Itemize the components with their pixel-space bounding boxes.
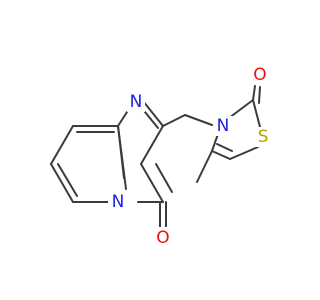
bond	[155, 163, 173, 193]
bond	[140, 125, 164, 165]
pyridine-ring	[50, 125, 127, 203]
bond	[50, 125, 74, 165]
bond	[142, 100, 164, 127]
bond	[228, 99, 254, 119]
molecule-diagram: N N O N O S	[50, 65, 272, 248]
bond	[216, 143, 233, 152]
atom-n-ring-bridge: N	[112, 192, 125, 212]
atom-s-thiazole: S	[258, 127, 269, 147]
atom-o-thiazolone: O	[253, 65, 266, 85]
bond	[184, 114, 213, 126]
atom-n-thiazole: N	[217, 116, 230, 136]
bond	[140, 163, 164, 203]
bond	[117, 125, 125, 179]
methylene-linker	[162, 114, 213, 127]
bond	[57, 163, 78, 197]
bond	[196, 150, 213, 183]
atom-o-pyrimidinone: O	[156, 228, 169, 248]
pyrimidinone-ring	[117, 100, 173, 228]
bond	[144, 111, 159, 129]
atom-labels: N N O N O S	[108, 65, 272, 248]
thiazolone-ring	[196, 85, 261, 183]
bond	[211, 133, 219, 152]
bond	[229, 146, 259, 160]
bond	[50, 163, 74, 203]
bond	[117, 111, 128, 127]
atom-n-ring-top: N	[130, 92, 143, 112]
bond	[252, 99, 261, 128]
bond	[162, 114, 186, 127]
bond	[211, 150, 231, 160]
bond	[258, 86, 261, 104]
bond	[252, 85, 256, 101]
